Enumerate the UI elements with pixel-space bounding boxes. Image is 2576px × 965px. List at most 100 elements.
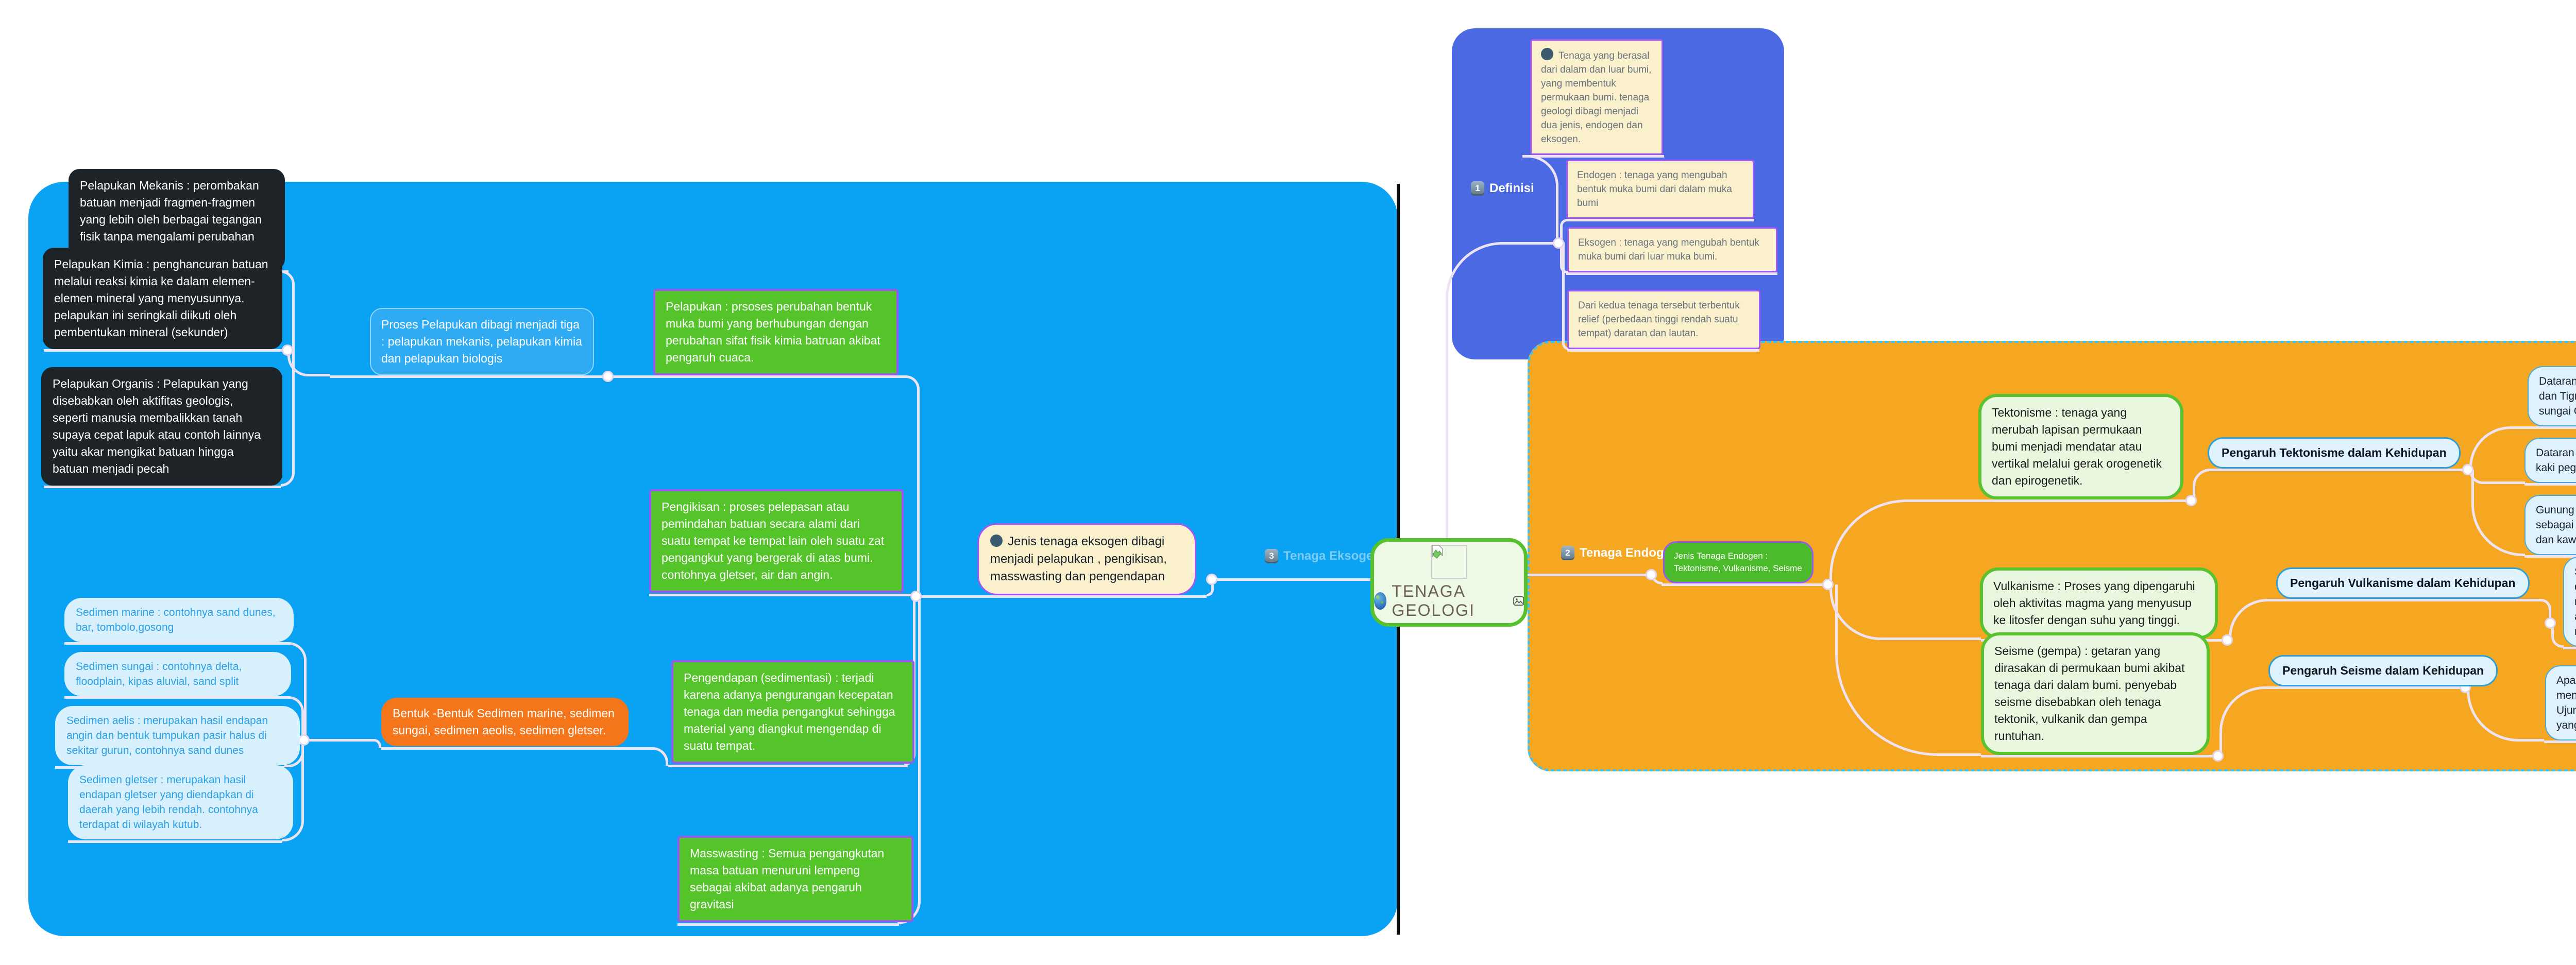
node-jenis-tenaga-eksogen[interactable]: Jenis tenaga eksogen dibagi menjadi pela…: [977, 523, 1196, 595]
junction-dot: [602, 371, 614, 382]
junction-dot: [2212, 750, 2224, 762]
node-definisi-eksogen[interactable]: Eksogen : tenaga yang mengubah bentuk mu…: [1567, 227, 1777, 272]
picture-icon: [1513, 596, 1524, 606]
keycap-1-icon: 1: [1471, 181, 1484, 196]
connector-line: [1212, 578, 1371, 581]
connector-line: [1446, 305, 1448, 539]
node-masswasting[interactable]: Masswasting : Semua pengangkutan masa ba…: [677, 836, 913, 922]
connector-line: [330, 375, 906, 378]
bullet-circle-icon: [990, 535, 1003, 547]
node-pengaruh-tektonisme[interactable]: Pengaruh Tektonisme dalam Kehidupan: [2208, 437, 2461, 469]
node-pelapukan[interactable]: Pelapukan : prsoses perubahan bentuk muk…: [653, 289, 899, 375]
connector-curve: [2193, 469, 2211, 501]
connector-line: [64, 696, 284, 699]
tenaga-eksogen-label-text: Tenaga Eksogen: [1283, 549, 1381, 563]
node-bentuk-sedimen[interactable]: Bentuk -Bentuk Sedimen marine, sedimen s…: [381, 698, 629, 746]
connector-line: [381, 747, 645, 750]
node-sedimen-gletser[interactable]: Sedimen gletser : merupakan hasil endapa…: [68, 765, 293, 839]
connector-curve: [2540, 599, 2551, 624]
junction-dot: [2462, 464, 2473, 475]
bullet-circle-icon: [1541, 48, 1553, 60]
connector-curve: [281, 270, 295, 350]
connector-curve: [645, 747, 668, 766]
connector-line: [2563, 647, 2576, 649]
connector-line: [64, 642, 287, 645]
node-definisi-overview[interactable]: Tenaga yang berasal dari dalam dan luar …: [1530, 39, 1663, 155]
connector-line: [44, 486, 281, 488]
node-jenis-tenaga-endogen[interactable]: Jenis Tenaga Endogen : Tektonisme, Vulka…: [1663, 541, 1814, 583]
node-pengikisan[interactable]: Pengikisan : proses pelepasan atau pemin…: [649, 489, 904, 593]
junction-dot: [298, 734, 310, 746]
node-definisi-relief[interactable]: Dari kedua tenaga tersebut terbentuk rel…: [1567, 290, 1760, 349]
connector-line: [1981, 755, 2216, 757]
node-gempa-kuat[interactable]: Apabila terjadi gempa yang kuat, menimbu…: [2545, 665, 2576, 740]
globe-icon: [1374, 592, 1387, 610]
connector-line: [1528, 574, 1651, 576]
connector-line: [2524, 483, 2576, 486]
junction-dot: [282, 344, 293, 356]
node-vulkanisme[interactable]: Vulkanisme : Proses yang dipengaruhi ole…: [1980, 567, 2218, 639]
junction-dot: [1553, 237, 1564, 249]
definisi-label-text: Definisi: [1489, 181, 1534, 195]
branch-label-tenaga-eksogen[interactable]: 3 Tenaga Eksogen: [1265, 549, 1381, 563]
connector-curve: [287, 349, 330, 376]
connector-line: [668, 765, 908, 767]
node-pengaruh-vulkanisme[interactable]: Pengaruh Vulkanisme dalam Kehidupan: [2276, 567, 2530, 599]
node-proses-pelapukan[interactable]: Proses Pelapukan dibagi menjadi tiga : p…: [370, 308, 594, 375]
node-sedimen-aelis[interactable]: Sedimen aelis : merupakan hasil endapan …: [55, 706, 300, 765]
connector-line: [677, 923, 899, 926]
definisi-overview-text: Tenaga yang berasal dari dalam dan luar …: [1541, 50, 1652, 145]
node-sedimen-marine[interactable]: Sedimen marine : contohnya sand dunes, b…: [64, 598, 294, 642]
node-pelapukan-kimia[interactable]: Pelapukan Kimia : penghancuran batuan me…: [43, 248, 282, 349]
branch-label-tenaga-endogen[interactable]: 2 Tenaga Endogen: [1561, 546, 1679, 560]
central-node-tenaga-geologi[interactable]: TENAGA GEOLOGI: [1370, 538, 1528, 627]
connector-line: [1567, 349, 1759, 352]
broken-image-icon: [1431, 545, 1443, 559]
connector-curve: [304, 739, 381, 748]
connector-curve: [2551, 622, 2564, 648]
node-pelapukan-organis[interactable]: Pelapukan Organis : Pelapukan yang diseb…: [41, 367, 282, 486]
connector-line: [1566, 272, 1777, 275]
node-sumber-bahan-galian[interactable]: Sumber bahan galian dan mineral, daerah …: [2563, 557, 2576, 647]
node-seisme[interactable]: Seisme (gempa) : getaran yang dirasakan …: [1981, 632, 2210, 755]
connector-line: [2266, 686, 2464, 689]
junction-dot: [910, 591, 922, 602]
connector-line: [1662, 583, 1828, 586]
tenaga-endogen-label-text: Tenaga Endogen: [1580, 546, 1679, 560]
node-dataran-rendah[interactable]: Dataran Rendah : Pantura, Sungai Eufrat …: [2528, 366, 2576, 426]
junction-dot: [2222, 634, 2233, 646]
connector-line: [649, 594, 912, 596]
node-pengaruh-seisme[interactable]: Pengaruh Seisme dalam Kehidupan: [2268, 655, 2498, 686]
connector-line: [2544, 740, 2576, 743]
jenis-tenaga-eksogen-text: Jenis tenaga eksogen dibagi menjadi pela…: [990, 535, 1167, 583]
junction-dot: [1206, 574, 1217, 585]
connector-line: [1980, 499, 2190, 502]
connector-line: [68, 840, 282, 843]
junction-dot: [1822, 579, 1834, 590]
node-definisi-endogen[interactable]: Endogen : tenaga yang mengubah bentuk mu…: [1566, 160, 1754, 219]
node-sedimen-sungai[interactable]: Sedimen sungai : contohnya delta, floodp…: [64, 652, 291, 696]
connector-line: [2210, 469, 2467, 471]
connector-curve: [906, 375, 920, 596]
junction-dot: [2545, 617, 2556, 629]
connector-line: [2275, 599, 2540, 601]
node-tektonisme[interactable]: Tektonisme : tenaga yang merubah lapisan…: [1978, 394, 2183, 499]
node-gunung-pegunungan[interactable]: Gunung dan Pegunungan yang memiliki fung…: [2524, 495, 2576, 555]
connector-curve: [1560, 219, 1568, 244]
node-dataran-tinggi[interactable]: Dataran Tinggi : Dataran Tinggi Nepal di…: [2524, 438, 2576, 483]
connector-line: [44, 349, 287, 352]
broken-image-placeholder: [1431, 545, 1467, 579]
node-pengendapan[interactable]: Pengendapan (sedimentasi) : terjadi kare…: [671, 660, 914, 764]
central-title: TENAGA GEOLOGI: [1392, 582, 1475, 619]
connector-line: [916, 595, 1207, 598]
junction-dot: [1646, 569, 1657, 580]
branch-label-definisi[interactable]: 1 Definisi: [1471, 181, 1534, 196]
connector-line: [1522, 155, 1664, 158]
connector-line: [1566, 219, 1754, 221]
keycap-3-icon: 3: [1265, 549, 1278, 563]
connector-curve: [1523, 155, 1558, 243]
connector-line: [2527, 426, 2576, 429]
connector-curve: [1562, 242, 1569, 350]
keycap-2-icon: 2: [1561, 546, 1574, 560]
